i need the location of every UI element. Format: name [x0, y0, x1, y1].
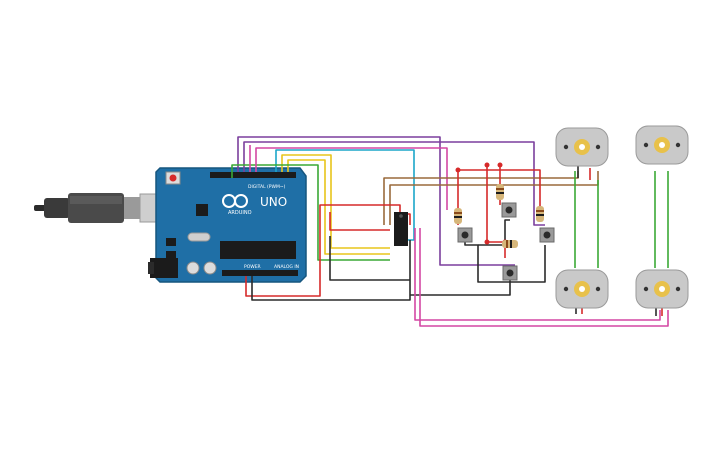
arduino-uno-board: DIGITAL (PWM~) ARDUINO UNO POWER ANALOG …: [148, 167, 307, 283]
board-model: UNO: [260, 195, 287, 209]
motor-top-right-icon: [635, 125, 689, 165]
motor-bottom-left-icon: [555, 269, 609, 309]
digital-header-label: DIGITAL (PWM~): [248, 184, 286, 190]
power-header-label: POWER: [244, 264, 261, 270]
push-buttons: [457, 202, 555, 281]
motors: [555, 125, 689, 309]
atmega-chip: [220, 241, 296, 259]
resistor-1: [454, 208, 462, 224]
usb-cable-icon: [34, 193, 173, 223]
board-brand: ARDUINO: [228, 210, 252, 216]
resistor-3: [536, 206, 544, 222]
resistors: [454, 184, 544, 248]
analog-header-label: ANALOG IN: [274, 264, 299, 270]
resistor-2: [496, 184, 504, 200]
motor-top-left-icon: [555, 127, 609, 167]
push-button-1[interactable]: [457, 227, 473, 243]
motor-driver-ic-icon: [394, 212, 408, 246]
push-button-2[interactable]: [501, 202, 517, 218]
resistor-4: [502, 240, 518, 248]
motor-bottom-right-icon: [635, 269, 689, 309]
push-button-3[interactable]: [539, 227, 555, 243]
arduino-infinity-logo-icon: [222, 194, 248, 208]
push-button-4[interactable]: [502, 265, 518, 281]
